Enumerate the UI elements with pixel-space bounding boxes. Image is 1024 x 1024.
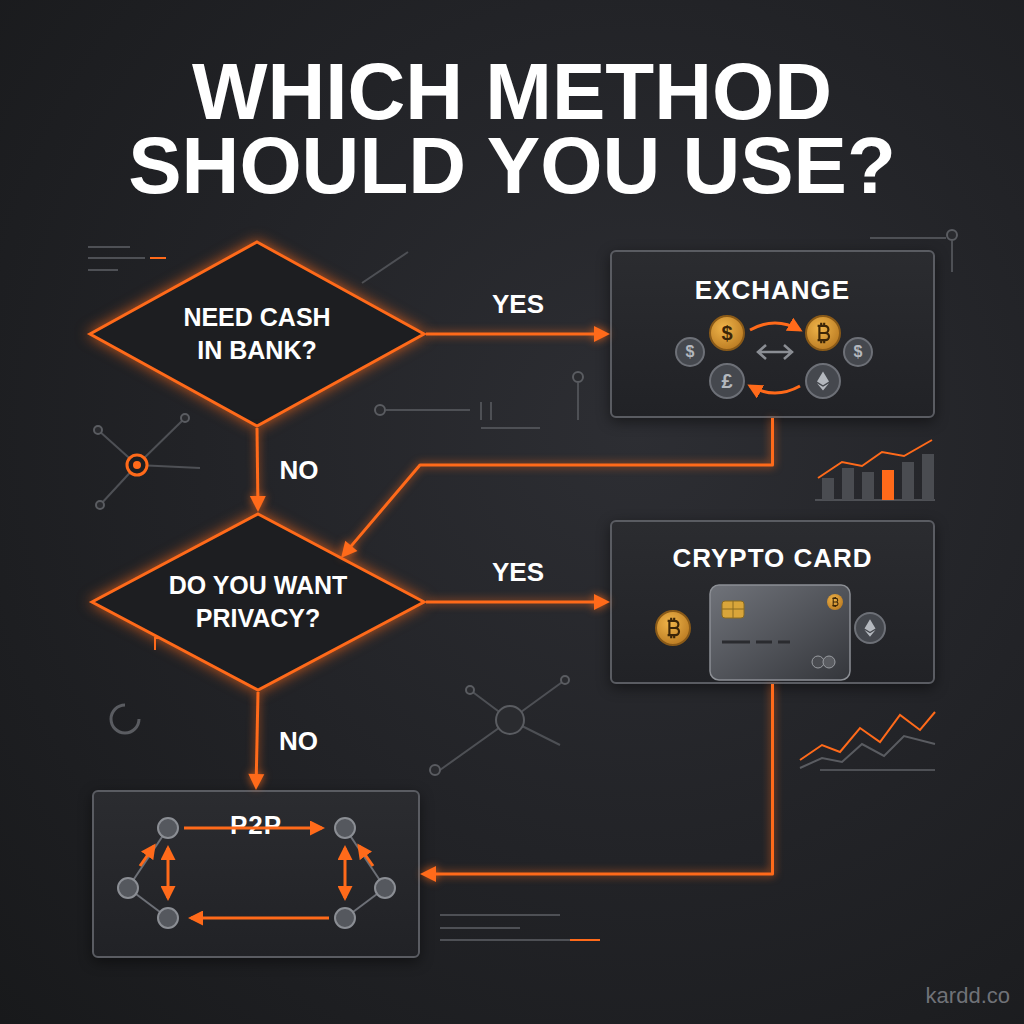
decision-text: DO YOU WANT PRIVACY? (143, 569, 373, 635)
flow-connector (420, 684, 773, 882)
connector-line (256, 428, 260, 500)
flow-connector (426, 594, 610, 610)
flow-connector (250, 428, 266, 512)
arrow-head (250, 496, 266, 512)
flow-connector (248, 692, 264, 790)
currency-symbol: $ (721, 322, 732, 345)
connector-line (426, 601, 598, 604)
arrow-head (420, 866, 436, 882)
edge-label: YES (492, 557, 544, 587)
box-heading: P2P (94, 810, 418, 840)
diagram-title: WHICH METHOD SHOULD YOU USE? (97, 55, 927, 203)
decision-diamond: DO YOU WANT PRIVACY? (90, 512, 426, 692)
process-box: P2P (92, 790, 420, 958)
currency-symbol: $ (854, 343, 863, 361)
connector-line (256, 692, 258, 778)
currency-symbol: £ (721, 370, 732, 393)
decision-text: NEED CASH IN BANK? (170, 301, 345, 367)
connector-line (432, 684, 773, 874)
arrow-head (594, 594, 610, 610)
currency-symbol: $ (686, 343, 695, 361)
box-heading: CRYPTO CARD (612, 543, 933, 573)
diamond-outline (90, 512, 426, 692)
diamond-outline (88, 240, 426, 428)
edge-label: YES (492, 289, 544, 319)
edge-label: NO (279, 726, 318, 756)
connector-line (426, 333, 598, 336)
diamond-shape (90, 242, 424, 426)
box-heading: EXCHANGE (612, 275, 933, 305)
watermark: kardd.co (926, 983, 1010, 1009)
flow-connector (426, 326, 610, 342)
edge-label: NO (280, 455, 319, 485)
arrow-head (341, 541, 357, 558)
decision-diamond: NEED CASH IN BANK? (88, 240, 426, 428)
arrow-head (594, 326, 610, 342)
arrow-head (248, 774, 264, 790)
diamond-shape (92, 514, 424, 690)
